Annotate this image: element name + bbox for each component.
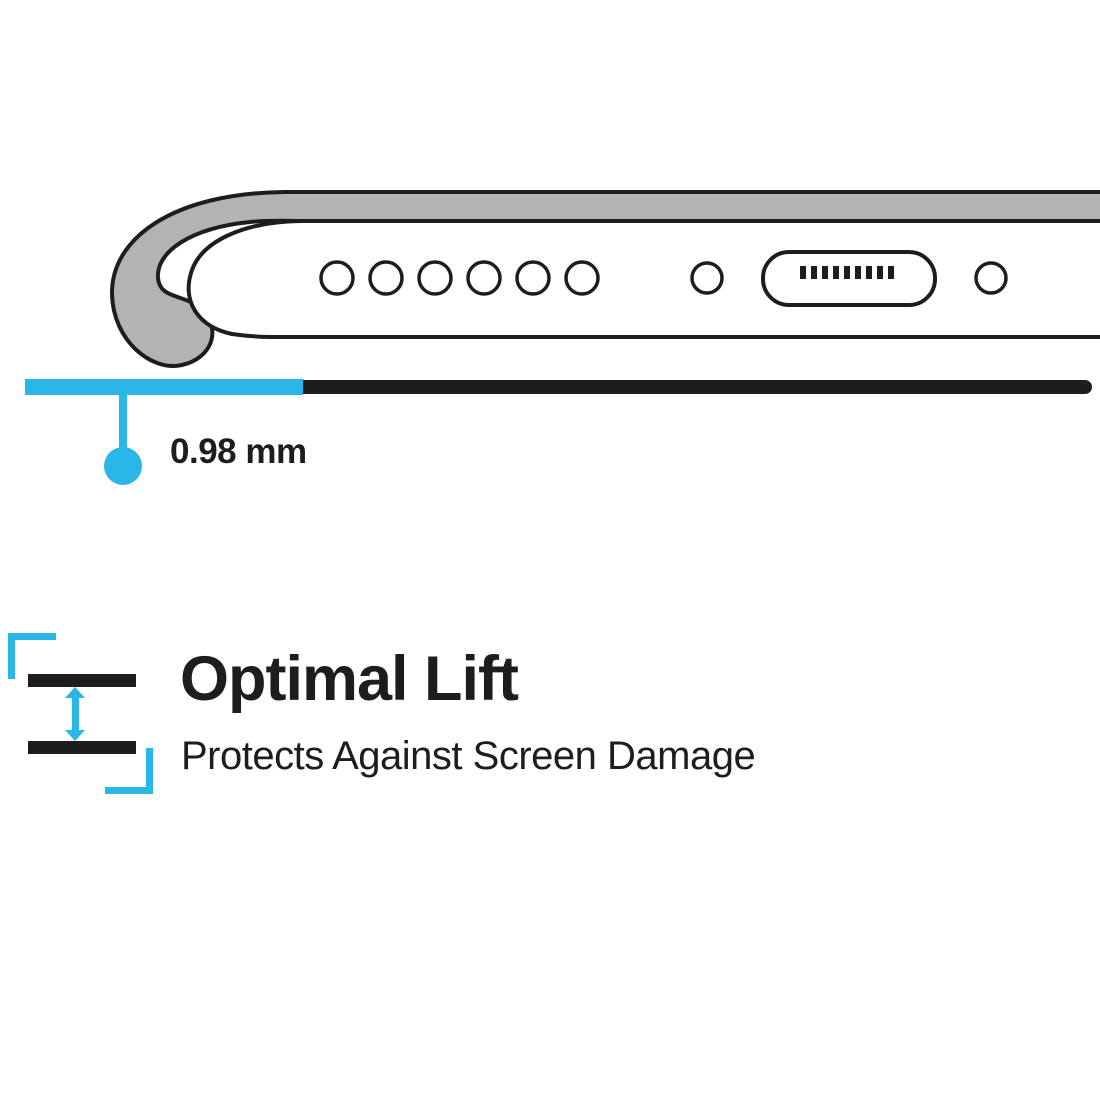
charging-port-pins: [800, 266, 894, 279]
speaker-hole: [417, 260, 453, 296]
arrow-head-down: [65, 730, 85, 741]
upper-surface-line: [28, 674, 136, 687]
case-bumper: [109, 190, 1100, 368]
screw-hole: [974, 261, 1008, 295]
speaker-hole: [319, 260, 355, 296]
speaker-hole: [564, 260, 600, 296]
corner-bracket-bottom-right: [105, 748, 153, 794]
measurement-pointer-dot-icon: [104, 447, 142, 485]
speaker-hole: [368, 260, 404, 296]
speaker-hole: [466, 260, 502, 296]
speaker-holes: [319, 260, 600, 296]
feature-title: Optimal Lift: [180, 644, 519, 714]
lower-surface-line: [28, 741, 136, 754]
surface-baseline: [303, 380, 1092, 394]
mic-hole: [690, 261, 724, 295]
lift-measurement-value: 0.98 mm: [170, 432, 307, 471]
measurement-pointer-line: [119, 395, 127, 455]
corner-bracket-top-left: [8, 633, 56, 679]
lift-gap-highlight-bar: [25, 379, 303, 395]
speaker-hole: [515, 260, 551, 296]
lift-gap-icon: [0, 628, 170, 803]
arrow-head-up: [65, 687, 85, 698]
feature-subtitle: Protects Against Screen Damage: [181, 734, 756, 778]
phone-bottom-illustration: [109, 190, 1100, 368]
vertical-double-arrow-icon: [72, 694, 79, 734]
